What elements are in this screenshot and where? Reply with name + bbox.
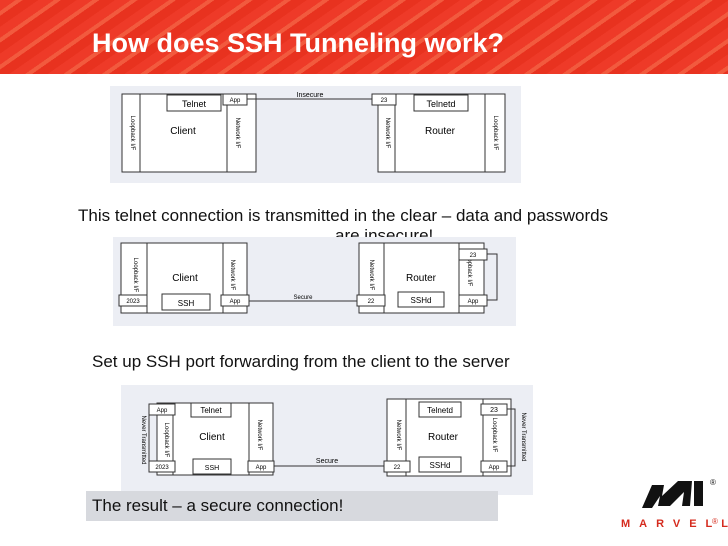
diagram1-client-loopback: Loopback I/F [129, 116, 135, 151]
diagram3-telnetd-label: Telnetd [427, 406, 453, 415]
diagram3-client-network: Network I/F [256, 420, 262, 451]
diagram3-client-port-label: App [256, 465, 267, 471]
diagram3-ssh-label: SSH [205, 465, 219, 472]
diagram3-router-label: Router [428, 432, 459, 443]
diagram2-router-app-port-label: App [468, 299, 479, 305]
diagram1-telnet-box [166, 94, 222, 112]
diagram3-client-local-port [148, 460, 176, 473]
diagram1-router-loopback: Loopback I/F [492, 116, 498, 151]
diagram1-router-port [371, 93, 397, 106]
diagram3-client-app-port [148, 403, 176, 416]
diagram3-client-app-port-label: App [157, 408, 168, 414]
diagram1-router-network: Network I/F [384, 118, 390, 149]
diagram2-router-port [356, 294, 386, 307]
diagram2-router-network: Network I/F [368, 260, 374, 291]
marvell-reg-mark-top: ® [710, 478, 716, 487]
header-banner: How does SSH Tunneling work? [0, 0, 728, 74]
diagram1-connection-label: Insecure [297, 92, 324, 99]
diagram3-sshd-box [418, 456, 462, 473]
diagram2-router-port-label: 22 [368, 299, 375, 305]
diagram2-client-loopback: Loopback I/F [132, 258, 138, 293]
diagram2-client-local-port-label: 2023 [126, 299, 140, 305]
diagram2-client-label: Client [172, 273, 198, 284]
diagram1-client-label: Client [170, 126, 196, 137]
diagram1-telnetd-box [413, 94, 469, 112]
diagram2-router-label: Router [406, 273, 437, 284]
diagram3-ssh-box [192, 458, 232, 475]
diagram1-router-label: Router [425, 126, 456, 137]
diagram2-loopback-connector [487, 253, 498, 301]
diagram2-ssh-box [161, 293, 211, 311]
diagram3-never-transmitted-left: Never Transmitted [140, 415, 146, 464]
diagram1: Telnet App Client Loopback I/F Network I… [121, 92, 506, 173]
diagram3-router-app-port-label: App [489, 465, 500, 471]
caption-result: The result – a secure connection! [92, 496, 344, 515]
caption-insecure: This telnet connection is transmitted in… [78, 206, 609, 225]
diagram3-client-local-port-label: 2023 [155, 465, 169, 471]
diagram2-sshd-box [397, 291, 445, 308]
caption-port-forwarding: Set up SSH port forwarding from the clie… [92, 352, 510, 371]
diagram2-sshd-label: SSHd [411, 296, 432, 305]
diagram3-telnetd-box [418, 401, 462, 418]
diagram3-router-port-label: 22 [394, 465, 401, 471]
diagram2: Client Loopback I/F Network I/F 2023 SSH… [118, 242, 498, 314]
diagram2-ssh-label: SSH [178, 299, 195, 308]
diagram3-never-transmitted-right: Never Transmitted [520, 412, 526, 461]
diagram3-left-loopback-connector [148, 410, 157, 466]
diagram2-client-local-port [118, 294, 148, 307]
diagram3-router-loopback: Loopback I/F [491, 418, 497, 453]
diagram1-telnetd-label: Telnetd [426, 99, 455, 109]
diagram1-client-network: Network I/F [234, 118, 240, 149]
diagram3-connection-label: Secure [316, 458, 338, 465]
diagram2-client-port-label: App [230, 299, 241, 305]
diagram3-telnet-label: Telnet [200, 406, 222, 415]
marvell-logo-icon [642, 481, 703, 508]
diagram3-router-network: Network I/F [395, 420, 401, 451]
diagram3-router-port [383, 460, 411, 473]
diagram3-client-label: Client [199, 432, 225, 443]
marvell-reg-mark: ® [712, 517, 718, 526]
diagram3-telnet-box [190, 402, 232, 418]
marvell-wordmark: MARVELL [621, 518, 728, 530]
slide-title: How does SSH Tunneling work? [92, 28, 505, 58]
diagram1-router-port-label: 23 [381, 98, 388, 104]
diagram3: Never Transmitted App Telnet Client Loop… [140, 398, 526, 477]
diagram3-client-loopback: Loopback I/F [163, 423, 169, 458]
diagram1-client-port-label: App [230, 98, 241, 104]
diagram3-sshd-label: SSHd [430, 461, 451, 470]
diagram2-connection-label: Secure [293, 295, 313, 301]
diagram3-right-loopback-connector [507, 408, 516, 467]
result-box [86, 491, 498, 521]
diagram2-client-network: Network I/F [229, 260, 235, 291]
diagram1-telnet-label: Telnet [182, 99, 207, 109]
diagram2-router-loopback: Loopback I/F [466, 252, 472, 287]
diagram2-router-loop-port-label: 23 [470, 253, 477, 259]
diagram3-router-loop-port-label: 23 [490, 407, 498, 414]
